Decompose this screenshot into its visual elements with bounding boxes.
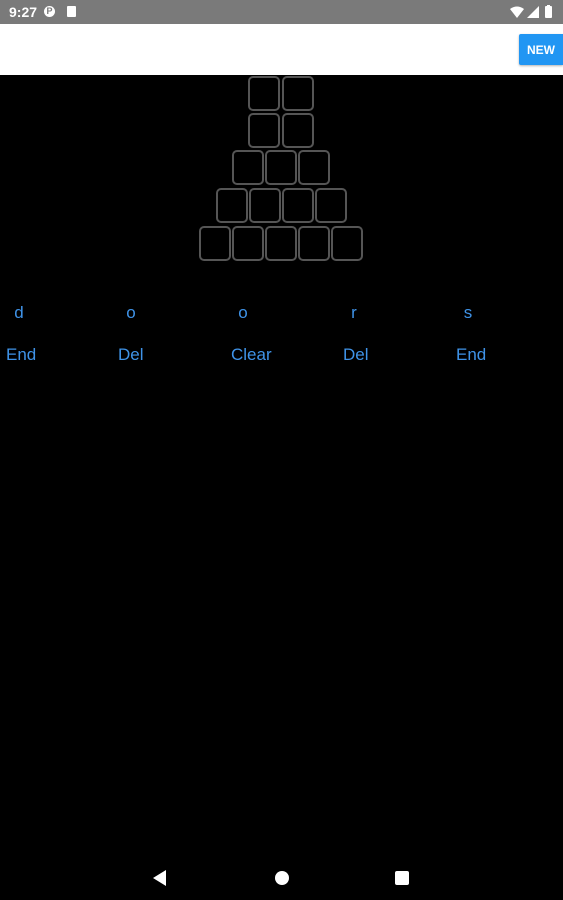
tile[interactable] [232,150,264,185]
recent-apps-icon[interactable] [395,871,409,885]
p-notification-icon: P [44,6,55,17]
tile[interactable] [282,76,314,111]
battery-icon [545,6,552,18]
app-bar: NEW [0,24,563,75]
home-icon[interactable] [275,871,289,885]
navigation-bar [0,855,563,900]
signal-icon [527,6,539,18]
tile[interactable] [199,226,231,261]
new-button[interactable]: NEW [519,34,563,65]
tile[interactable] [282,188,314,223]
tile[interactable] [265,226,297,261]
letter-button[interactable]: s [463,303,473,322]
tile[interactable] [248,76,280,111]
letter-button[interactable]: d [14,303,24,322]
letter-button[interactable]: o [126,303,136,322]
del-button[interactable]: Del [343,345,369,364]
wifi-icon [510,6,524,18]
tile[interactable] [298,226,330,261]
status-time: 9:27 [9,4,38,20]
status-bar: 9:27 P [0,0,563,24]
tile[interactable] [248,113,280,148]
letter-button[interactable]: o [238,303,248,322]
tile[interactable] [331,226,363,261]
tile[interactable] [249,188,281,223]
sd-card-icon [67,6,76,17]
end-button[interactable]: End [6,345,37,364]
end-button[interactable]: End [456,345,487,364]
tile[interactable] [216,188,248,223]
tile[interactable] [265,150,297,185]
status-right-icons [510,5,552,18]
letter-button[interactable]: r [351,303,357,322]
tile[interactable] [232,226,264,261]
back-icon[interactable] [153,870,166,886]
tile[interactable] [298,150,330,185]
tile[interactable] [315,188,347,223]
del-button[interactable]: Del [118,345,144,364]
tile[interactable] [282,113,314,148]
clear-button[interactable]: Clear [231,345,272,364]
